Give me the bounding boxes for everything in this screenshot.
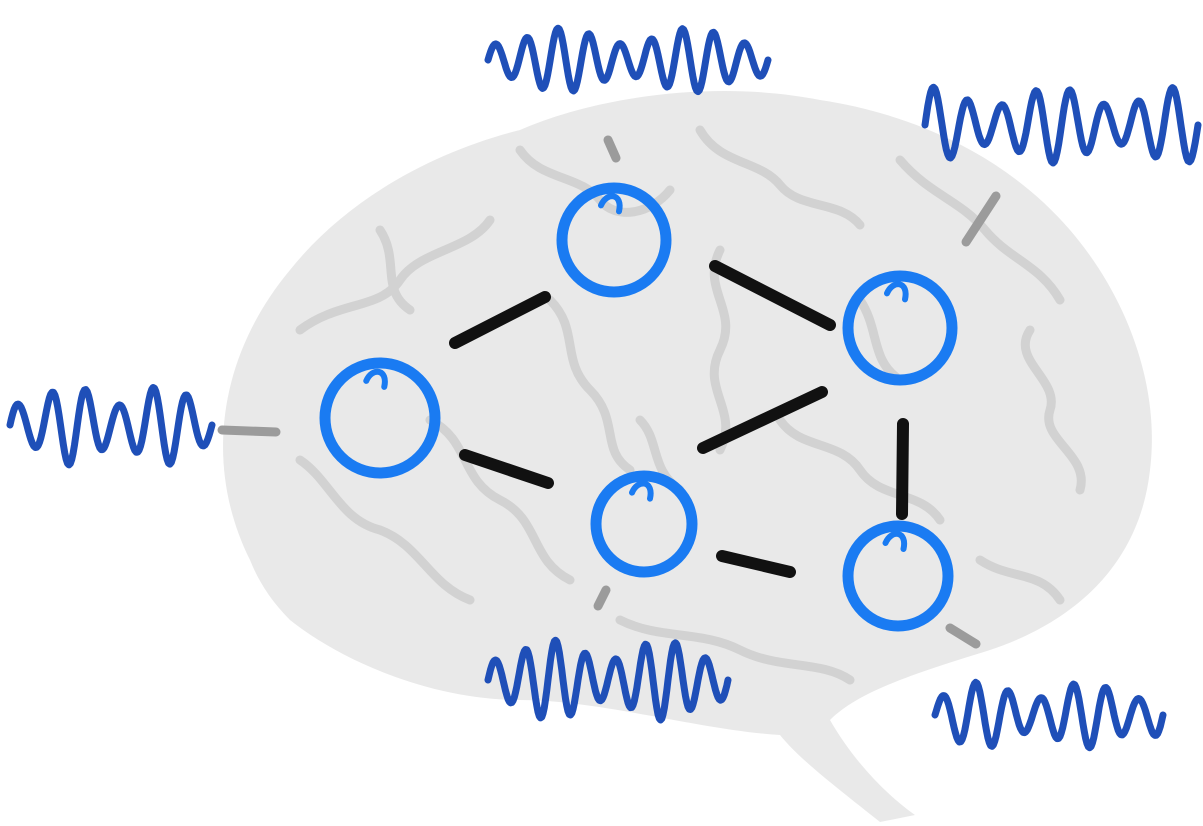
brain-fold [295,215,495,335]
brain-fold [695,125,865,230]
brain-fold [709,245,731,455]
node-circle [590,470,698,578]
oscillation-waveform-icon [921,83,1202,167]
brain-folds [295,125,1086,685]
signal-connector [603,135,621,163]
node-stroke-flick [363,368,388,390]
network-edge [709,260,836,331]
connectors [217,135,1001,649]
node-stroke-flick [884,281,909,303]
brain-fold [615,615,855,685]
brain-outline [223,91,1152,822]
oscillation-waveform-icon [484,636,732,724]
network-edge [697,386,828,454]
brain-fold [295,455,475,605]
circle-node-icon [842,520,954,632]
circle-node-icon [590,470,698,578]
network-edges [449,260,909,578]
circle-node-icon [556,182,672,298]
oscillation-waveform-icon [6,384,216,469]
signal-connector [593,585,611,611]
brain-fold [375,225,415,315]
signal-connector [217,425,281,437]
network-edge [459,449,554,489]
network-edge [449,291,551,349]
circle-node-icon [842,270,958,386]
node-stroke-flick [598,193,623,215]
brain-fold [1020,325,1086,495]
oscillation-waveform-icon [484,24,772,96]
brain-fold [895,155,1065,305]
brain-fold [425,415,575,585]
node-stroke-flick [629,480,654,502]
network-edge [716,550,796,578]
brain-fold [855,295,905,385]
brain-fold [975,555,1065,605]
node-circle [842,520,954,632]
oscillation-waveform-icon [931,678,1167,752]
brain-fold [775,415,945,525]
circle-node-icon [319,357,441,479]
node-circle [556,182,672,298]
brain-silhouette-icon [223,91,1152,822]
signal-connector [961,191,1001,247]
network-edge [896,418,909,520]
signal-waveforms [6,24,1202,752]
brain-fold [545,295,635,475]
node-circle [842,270,958,386]
node-circle [319,357,441,479]
network-nodes [319,182,958,632]
node-stroke-flick [882,531,908,552]
signal-connector [945,623,981,649]
